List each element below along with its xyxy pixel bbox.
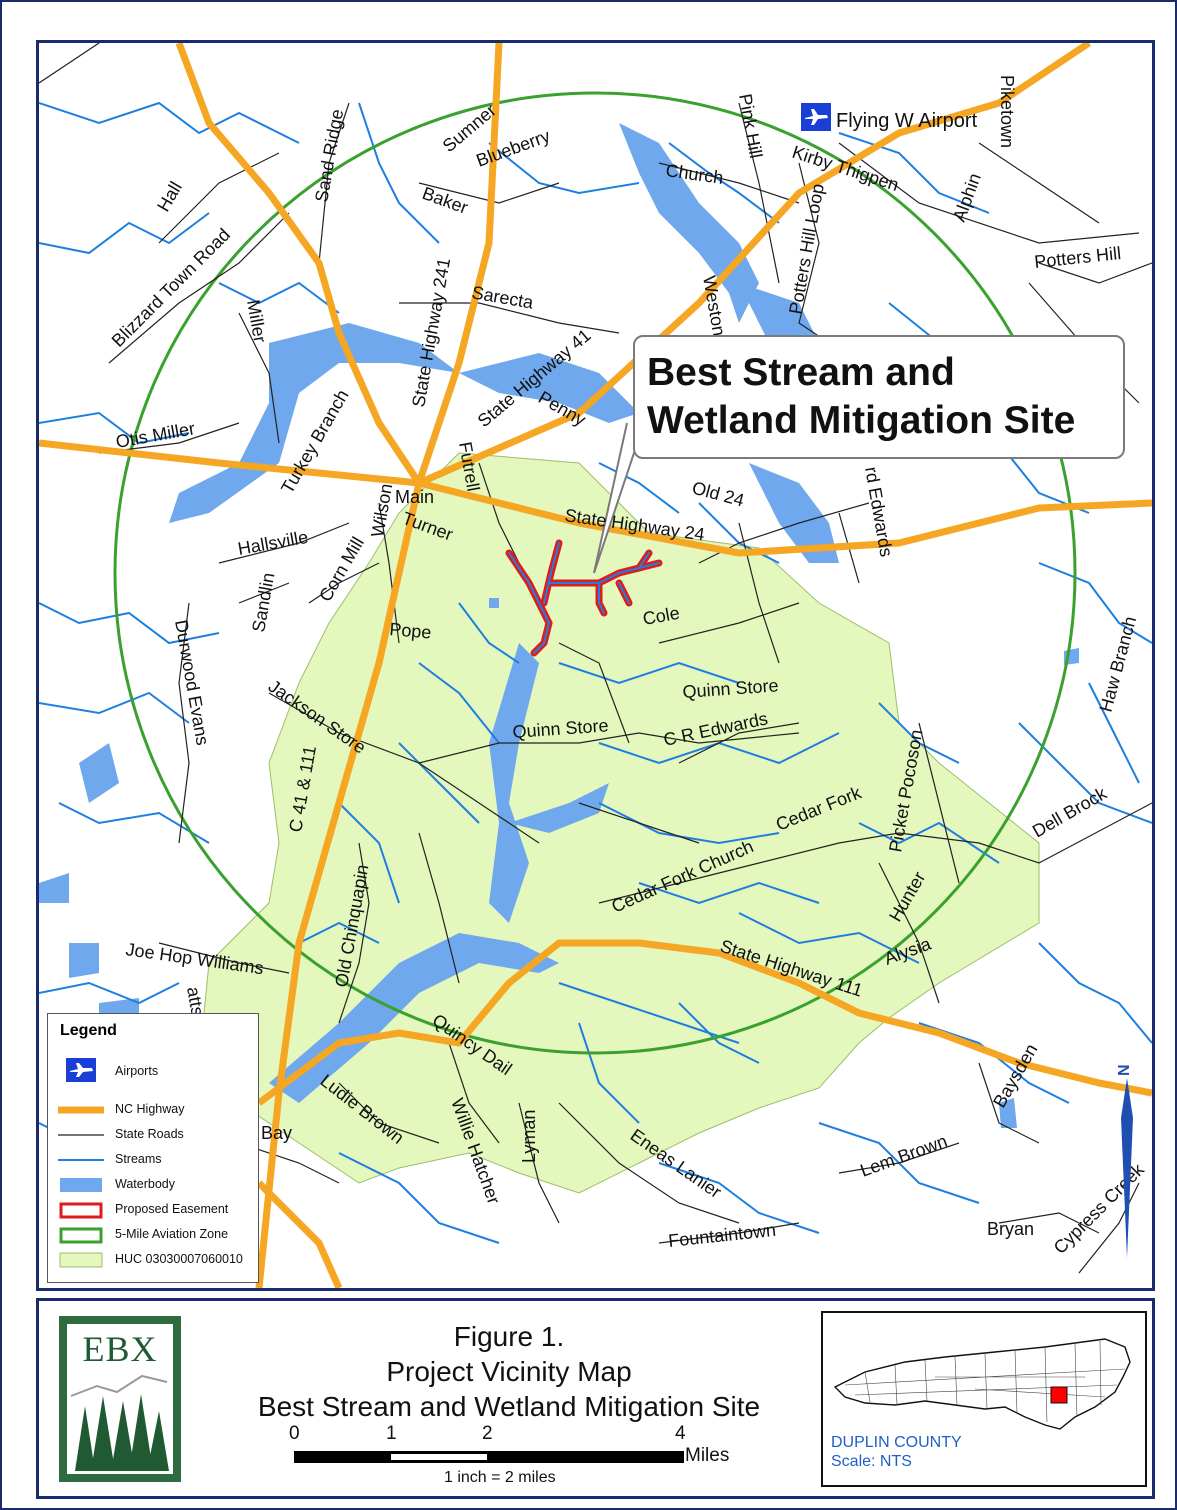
- legend-row-streams: Streams: [58, 1150, 258, 1170]
- legend-label: Waterbody: [115, 1177, 175, 1191]
- streams: [39, 101, 1152, 1244]
- callout-line-2: Wetland Mitigation Site: [647, 399, 1076, 442]
- label-lem: Lem Brown: [858, 1131, 950, 1181]
- label-sand-ridge: Sand Ridge: [311, 108, 347, 204]
- scale-tick-2: 2: [482, 1423, 493, 1444]
- nc-highways: [39, 43, 1152, 1288]
- airplane-icon: [66, 1058, 96, 1082]
- airplane-icon: [801, 103, 831, 131]
- legend-row-highway: NC Highway: [58, 1100, 258, 1120]
- highway-swatch: [58, 1106, 104, 1114]
- proposed-easement: [505, 539, 663, 657]
- label-alphin: Alphin: [949, 170, 985, 224]
- label-watts: atts: [183, 985, 208, 1017]
- huc-swatch: [59, 1252, 103, 1268]
- map-panel: Flying W Airport Hall Sand Ridge Sumner …: [36, 40, 1155, 1291]
- stream-swatch: [58, 1159, 104, 1161]
- figure-number: Figure 1.: [453, 1321, 565, 1352]
- label-lyman: Lyman: [519, 1110, 539, 1163]
- figure-titles: Figure 1. Project Vicinity Map Best Stre…: [219, 1319, 799, 1424]
- label-sarecta: Sarecta: [470, 282, 536, 313]
- legend-row-easement: Proposed Easement: [58, 1200, 258, 1220]
- site-callout: Best Stream and Wetland Mitigation Site: [633, 335, 1125, 459]
- label-bryan: Bryan: [987, 1219, 1034, 1239]
- scale-tick-4: 4: [675, 1423, 686, 1444]
- figure-site-name: Best Stream and Wetland Mitigation Site: [257, 1391, 761, 1422]
- scale-bar: 0 1 2 4 Miles 1 inch = 2 miles: [289, 1419, 749, 1489]
- legend-row-huc: HUC 03030007060010: [58, 1250, 258, 1270]
- airport-label: Flying W Airport: [836, 110, 978, 132]
- scale-bar-graphic: [294, 1451, 684, 1463]
- label-hall: Hall: [153, 178, 186, 215]
- map-canvas: Flying W Airport Hall Sand Ridge Sumner …: [39, 43, 1152, 1288]
- logo-inner: EBX: [67, 1324, 173, 1474]
- label-baker: Baker: [420, 183, 471, 218]
- legend-label: NC Highway: [115, 1102, 185, 1116]
- callout-line-1: Best Stream and: [647, 351, 955, 394]
- waterbody-swatch: [60, 1178, 102, 1192]
- label-bay: Bay: [261, 1123, 292, 1143]
- scale-note: 1 inch = 2 miles: [444, 1469, 556, 1486]
- county-caption: DUPLIN COUNTY Scale: NTS: [831, 1433, 962, 1471]
- label-piketown: Piketown: [997, 75, 1017, 148]
- figure-subtitle: Project Vicinity Map: [386, 1356, 632, 1387]
- duplin-county-highlight: [1050, 1386, 1068, 1404]
- label-cypress: Cypress Creek: [1050, 1159, 1149, 1258]
- label-blizzard: Blizzard Town Road: [108, 224, 234, 350]
- state-roads: [39, 43, 1152, 1274]
- huc-area: [198, 452, 1040, 1194]
- legend-row-roads: State Roads: [58, 1125, 258, 1145]
- label-baysden: Baysden: [989, 1040, 1041, 1111]
- aviation-zone: [113, 91, 1077, 1055]
- title-block: EBX Figure 1. Project Vicinity Map Best …: [36, 1298, 1155, 1499]
- svg-text:N: N: [1116, 1064, 1133, 1076]
- legend-label: Airports: [115, 1064, 159, 1078]
- label-blueberry: Blueberry: [474, 126, 553, 171]
- legend-label: Streams: [115, 1152, 162, 1166]
- county-name: DUPLIN COUNTY: [831, 1434, 962, 1451]
- callout-pointer: [593, 422, 645, 574]
- scale-tick-0: 0: [289, 1423, 300, 1444]
- label-main: Main: [395, 487, 434, 507]
- label-hallsville: Hallsville: [236, 527, 309, 559]
- label-potters-hill: Potters Hill: [1033, 243, 1122, 272]
- legend-label: 5-Mile Aviation Zone: [115, 1227, 229, 1241]
- label-fountaintown: Fountaintown: [667, 1220, 777, 1251]
- scale-unit: Miles: [685, 1445, 730, 1466]
- nc-state-outline: [833, 1338, 1131, 1430]
- easement-swatch: [59, 1202, 103, 1219]
- road-swatch: [58, 1134, 104, 1136]
- label-pink-hill: Pink Hill: [735, 92, 766, 160]
- legend-row-aviation: 5-Mile Aviation Zone: [58, 1225, 258, 1245]
- label-sh241: State Highway 241: [408, 256, 454, 408]
- locator-inset: DUPLIN COUNTY Scale: NTS: [821, 1311, 1147, 1487]
- legend-label: State Roads: [115, 1127, 184, 1141]
- legend-label: Proposed Easement: [115, 1202, 229, 1216]
- legend-title: Legend: [60, 1022, 117, 1039]
- label-sandlin: Sandlin: [248, 571, 278, 634]
- label-dell-brock: Dell Brock: [1029, 783, 1111, 842]
- legend-label: HUC 03030007060010: [115, 1252, 243, 1266]
- logo-text: EBX: [82, 1329, 158, 1369]
- ebx-logo: EBX: [59, 1316, 181, 1482]
- tree-icon: [70, 1374, 169, 1471]
- county-scale: Scale: NTS: [831, 1453, 912, 1470]
- label-haw-branch: Haw Branch: [1096, 614, 1141, 714]
- map-legend: Legend Airports NC Highway State Roads S…: [47, 1013, 259, 1283]
- legend-row-waterbody: Waterbody: [58, 1175, 258, 1195]
- label-old24: Old 24: [690, 478, 746, 511]
- aviation-swatch: [59, 1227, 103, 1244]
- label-pope: Pope: [389, 619, 433, 643]
- label-miller: Miller: [243, 298, 270, 344]
- label-durwood: Durwood Evans: [171, 618, 213, 747]
- north-arrow-icon: N: [1116, 1064, 1133, 1258]
- label-otis: Otis Miller: [114, 418, 196, 452]
- scale-tick-1: 1: [386, 1423, 397, 1444]
- legend-row-airports: Airports: [58, 1058, 258, 1082]
